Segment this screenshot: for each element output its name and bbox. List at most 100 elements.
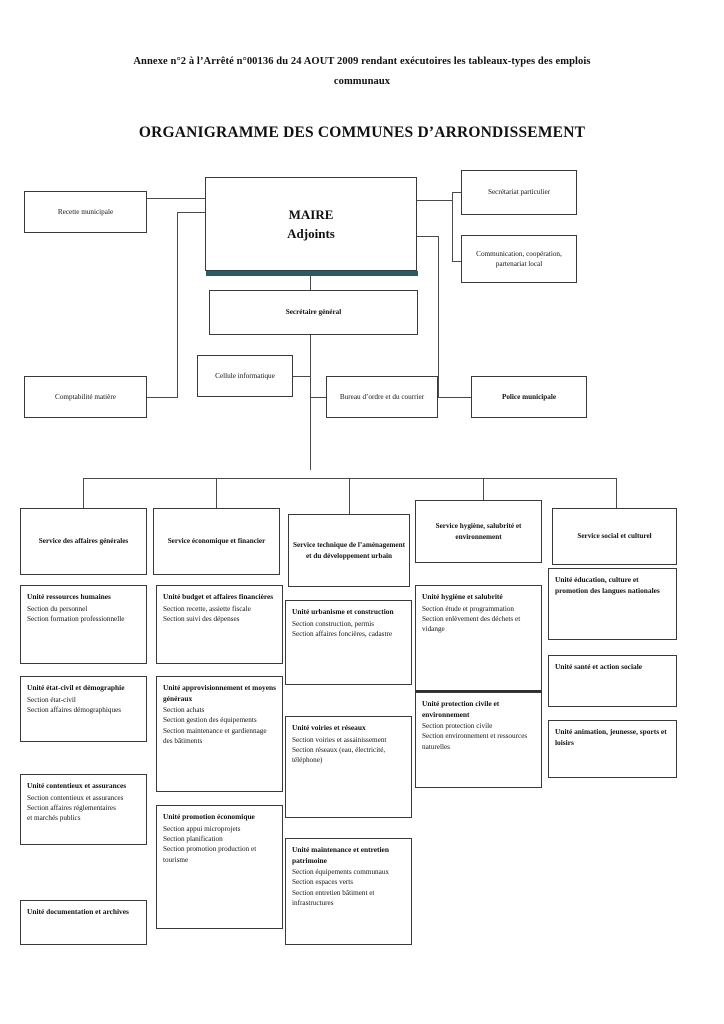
unit-protection-civile-environnement[interactable]: Unité protection civile et environnement… <box>415 692 542 788</box>
node-secretariat-particulier[interactable]: Secrétariat particulier <box>461 170 577 215</box>
unit-animation-jeunesse-sports-loisirs[interactable]: Unité animation, jeunesse, sports et loi… <box>548 720 677 778</box>
service-economique-financier[interactable]: Service économique et financier <box>153 508 280 575</box>
unit-line: Section équipements communaux <box>292 868 390 876</box>
node-bureau-ordre-courrier[interactable]: Bureau d’ordre et du courrier <box>326 376 438 418</box>
unit-line: Section affaires réglementaires <box>27 803 116 812</box>
unit-line: Section formation professionnelle <box>27 614 125 623</box>
connector-recette-maire <box>147 198 205 199</box>
unit-approvisionnement-moyens-generaux[interactable]: Unité approvisionnement et moyens généra… <box>156 676 283 792</box>
service-technique-amenagement[interactable]: Service technique de l’aménagement et du… <box>288 514 410 587</box>
page-title: ORGANIGRAMME DES COMMUNES D’ARRONDISSEME… <box>138 124 586 141</box>
node-recette-municipale[interactable]: Recette municipale <box>24 191 147 233</box>
unit-etat-civil-demographie[interactable]: Unité état-civil et démographie Section … <box>20 676 147 742</box>
unit-voiries-reseaux-title: Unité voiries et réseaux <box>292 723 366 732</box>
unit-line: Section du personnel <box>27 604 88 613</box>
connector-drop-service-5 <box>616 478 617 508</box>
node-police-municipale[interactable]: Police municipale <box>471 376 587 418</box>
connector-left-spine <box>177 212 178 398</box>
node-cellule-informatique[interactable]: Cellule informatique <box>197 355 293 397</box>
unit-hygiene-salubrite[interactable]: Unité hygiène et salubrité Section étude… <box>415 585 542 692</box>
connector-secretariat <box>452 192 462 193</box>
connector-right-branch-spine <box>452 192 453 262</box>
node-secretariat-particulier-label: Secrétariat particulier <box>487 188 551 197</box>
node-cellule-informatique-label: Cellule informatique <box>215 371 275 380</box>
unit-budget-affaires-financieres-title: Unité budget et affaires financières <box>163 592 274 601</box>
maire-accent-bar <box>206 271 418 276</box>
unit-voiries-reseaux[interactable]: Unité voiries et réseaux Section voiries… <box>285 716 412 818</box>
unit-line: Section promotion production et tourisme <box>163 845 257 864</box>
connector-cellule <box>293 376 311 377</box>
unit-line: Section suivi des dépenses <box>163 614 240 623</box>
unit-line: Section entretien bâtiment et infrastruc… <box>292 888 375 908</box>
unit-documentation-archives-title: Unité documentation et archives <box>27 907 129 916</box>
node-communication-label: Communication, coopération, partenariat … <box>476 249 562 269</box>
connector-drop-service-3 <box>349 478 350 514</box>
unit-sante-action-sociale-title: Unité santé et action sociale <box>555 662 643 671</box>
service-affaires-generales[interactable]: Service des affaires générales <box>20 508 147 575</box>
node-recette-municipale-label: Recette municipale <box>57 207 114 216</box>
unit-promotion-economique[interactable]: Unité promotion économique Section appui… <box>156 805 283 929</box>
node-comptabilite-matiere[interactable]: Comptabilité matière <box>24 376 147 418</box>
connector-services-bus <box>83 478 617 479</box>
unit-education-culture-langues-title: Unité éducation, culture et promotion de… <box>555 575 660 595</box>
connector-maire-police-stub <box>415 236 439 237</box>
unit-line: Section environnement et ressources natu… <box>422 732 528 751</box>
unit-line: Section voiries et assainissement <box>292 735 387 744</box>
unit-line: Section enlèvement des déchets et vidang… <box>422 614 521 634</box>
unit-hygiene-salubrite-title: Unité hygiène et salubrité <box>422 592 503 601</box>
unit-urbanisme-construction-title: Unité urbanisme et construction <box>292 607 394 616</box>
connector-communication <box>452 261 462 262</box>
unit-urbanisme-construction[interactable]: Unité urbanisme et construction Section … <box>285 600 412 685</box>
connector-bureau <box>310 397 326 398</box>
unit-line: et marchés publics <box>27 814 81 823</box>
node-secretaire-general-label: Secrétaire général <box>285 308 342 317</box>
connector-drop-service-2 <box>216 478 217 508</box>
unit-sante-action-sociale[interactable]: Unité santé et action sociale <box>548 655 677 707</box>
unit-line: Section affaires foncières, cadastre <box>292 629 393 638</box>
unit-line: Section contentieux et assurances <box>27 793 124 802</box>
service-hygiene-salubrite-label: Service hygiène, salubrité et environnem… <box>435 522 522 541</box>
unit-line: Section planification <box>163 834 223 843</box>
unit-ressources-humaines[interactable]: Unité ressources humaines Section du per… <box>20 585 147 664</box>
unit-line: Section appui microprojets <box>163 824 241 833</box>
node-maire[interactable]: MAIRE Adjoints <box>205 177 417 271</box>
unit-line: Section état-civil <box>27 695 76 704</box>
unit-line: Section affaires démographiques <box>27 705 122 714</box>
node-adjoints-label: Adjoints <box>287 226 335 241</box>
unit-approvisionnement-moyens-generaux-title: Unité approvisionnement et moyens généra… <box>163 683 276 703</box>
service-social-culturel[interactable]: Service social et culturel <box>552 508 677 565</box>
connector-drop-service-1 <box>83 478 84 508</box>
service-economique-financier-label: Service économique et financier <box>167 537 266 546</box>
unit-line: Section gestion des équipements <box>163 716 257 725</box>
node-communication[interactable]: Communication, coopération, partenariat … <box>461 235 577 283</box>
unit-animation-jeunesse-sports-loisirs-title: Unité animation, jeunesse, sports et loi… <box>555 727 667 747</box>
node-secretaire-general[interactable]: Secrétaire général <box>209 290 418 335</box>
service-hygiene-salubrite[interactable]: Service hygiène, salubrité et environnem… <box>415 500 542 563</box>
unit-documentation-archives[interactable]: Unité documentation et archives <box>20 900 147 945</box>
connector-maire-left-stub <box>177 212 205 213</box>
unit-line: Section protection civile <box>422 722 493 730</box>
unit-line: Section maintenance et gardiennage des b… <box>163 726 267 746</box>
node-bureau-ordre-courrier-label: Bureau d’ordre et du courrier <box>339 392 425 401</box>
connector-maire-sg <box>310 272 311 290</box>
unit-protection-civile-environnement-title: Unité protection civile et environnement <box>422 699 500 719</box>
connector-drop-service-4 <box>483 478 484 500</box>
connector-police <box>438 397 471 398</box>
connector-maire-right-stub <box>415 200 453 201</box>
connector-sg-spine <box>310 335 311 470</box>
connector-comptabilite <box>147 397 178 398</box>
unit-line: Section réseaux (eau, électricité, télép… <box>292 745 386 765</box>
unit-contentieux-assurances[interactable]: Unité contentieux et assurances Section … <box>20 774 147 845</box>
unit-maintenance-entretien-patrimoine[interactable]: Unité maintenance et entretien patrimoin… <box>285 838 412 945</box>
node-comptabilite-matiere-label: Comptabilité matière <box>55 392 116 401</box>
node-police-municipale-label: Police municipale <box>501 392 557 401</box>
service-technique-amenagement-label: Service technique de l’aménagement et du… <box>293 541 405 560</box>
unit-line: Section étude et programmation <box>422 604 515 613</box>
unit-promotion-economique-title: Unité promotion économique <box>163 812 255 821</box>
unit-education-culture-langues[interactable]: Unité éducation, culture et promotion de… <box>548 568 677 640</box>
document-subtitle: Annexe n°2 à l’Arrêté n°00136 du 24 AOUT… <box>133 56 591 87</box>
unit-budget-affaires-financieres[interactable]: Unité budget et affaires financières Sec… <box>156 585 283 664</box>
unit-etat-civil-demographie-title: Unité état-civil et démographie <box>27 683 125 692</box>
service-social-culturel-label: Service social et culturel <box>577 532 652 541</box>
